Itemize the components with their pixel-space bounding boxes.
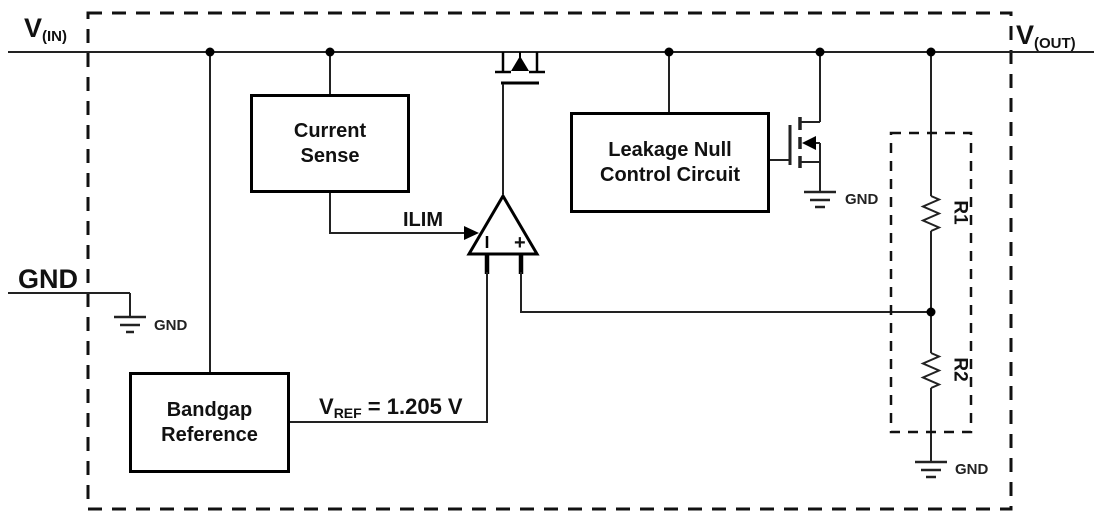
divider-dashed-box [889,131,973,434]
ground-symbol-divider [915,460,947,479]
gnd-label-divider: GND [955,461,989,478]
vref-wire [290,272,488,423]
leakage-fet-body-arrow [802,136,816,150]
opamp-plus-marker: + [514,232,526,254]
ground-symbol-mosfet [804,190,836,209]
ic-boundary-dashed-box [86,11,1013,511]
resistor-r2 [920,352,942,389]
vref-net-label: VREF = 1.205 V [319,394,463,421]
ilim-net-label: ILIM [403,209,443,231]
current-sense-label-line1: Current [293,119,367,142]
gnd-pin-label: GND [18,264,78,294]
leakage-null-label-line1: Leakage Null [608,138,732,161]
feedback-wire [520,272,931,313]
gnd-label-left: GND [154,317,188,334]
gnd-label-mosfet: GND [845,191,879,208]
r1-label: R1 [949,200,971,225]
bandgap-label-line2: Reference [161,423,258,446]
pass-fet-body-arrow [511,56,529,71]
bandgap-label-line1: Bandgap [166,398,253,421]
vref-value: = 1.205 V [361,394,463,419]
leakage-null-block: Leakage Null Control Circuit [570,112,770,213]
vout-pin-label: V(OUT) [1016,20,1076,52]
ilim-wire [329,193,465,234]
resistor-r1 [920,195,942,232]
error-amp-triangle [466,193,540,256]
ground-symbol-left [114,315,146,334]
bandgap-block: Bandgap Reference [129,372,290,473]
current-sense-label-line2: Sense [300,144,360,167]
vout-subscript: (OUT) [1034,35,1076,52]
r2-label: R2 [949,357,971,382]
vref-symbol: V [319,394,334,419]
junction-dots [205,47,936,317]
vin-pin-label: V(IN) [24,13,68,45]
leakage-null-label-line2: Control Circuit [600,163,740,186]
vin-subscript: (IN) [42,28,68,45]
pass-fet-symbol [495,52,545,85]
current-sense-block: Current Sense [250,94,410,193]
leakage-fet-symbol [770,52,821,192]
ilim-arrowhead [464,226,479,240]
vref-subscript: REF [333,405,362,421]
